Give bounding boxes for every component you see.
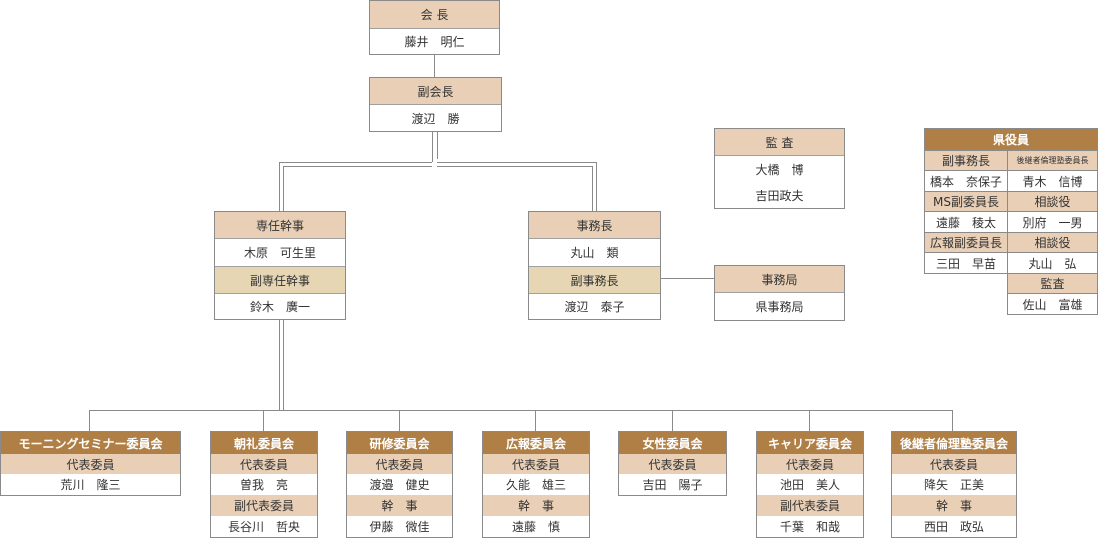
connector [283, 166, 432, 167]
connector [89, 410, 953, 411]
committee-member: 降矢 正美 [892, 474, 1016, 495]
pref-name-2a: 遠藤 稜太 [924, 211, 1008, 233]
senior-director-title: 専任幹事 [215, 212, 345, 239]
pref-name-3a: 三田 早苗 [924, 252, 1008, 274]
connector [672, 410, 673, 431]
auditor-name-1: 大橋 博 [715, 156, 844, 182]
connector [596, 162, 597, 212]
committee-role: 代表委員 [757, 454, 863, 474]
pref-role-3b: 相談役 [1007, 232, 1098, 253]
pref-name-1b: 青木 信博 [1007, 170, 1098, 192]
connector [279, 319, 280, 411]
senior-director-name: 木原 可生里 [215, 239, 345, 266]
committee-title: キャリア委員会 [757, 432, 863, 454]
connector [434, 54, 435, 78]
committee-morning-assembly: 朝礼委員会 代表委員 曽我 亮 副代表委員 長谷川 哲央 [210, 431, 318, 538]
connector [437, 131, 438, 159]
committee-title: 朝礼委員会 [211, 432, 317, 454]
connector [437, 162, 597, 163]
pref-role-2b: 相談役 [1007, 191, 1098, 212]
secretary-general-title: 事務長 [529, 212, 660, 239]
committee-morning-seminar: モーニングセミナー委員会 代表委員 荒川 隆三 [0, 431, 181, 496]
committee-role: 副代表委員 [757, 495, 863, 516]
committee-member: 池田 美人 [757, 474, 863, 495]
pref-name-3b: 丸山 弘 [1007, 252, 1098, 274]
committee-role: 副代表委員 [211, 495, 317, 516]
vice-secretary-general-title: 副事務長 [529, 266, 660, 294]
committee-publicity: 広報委員会 代表委員 久能 雄三 幹 事 遠藤 慎 [482, 431, 590, 538]
committee-role: 代表委員 [483, 454, 589, 474]
committee-member: 千葉 和哉 [757, 516, 863, 537]
connector [660, 278, 714, 279]
committee-member: 吉田 陽子 [619, 474, 726, 495]
pref-role-2a: MS副委員長 [924, 191, 1008, 212]
auditor-name-2: 吉田政夫 [715, 182, 844, 208]
committee-role: 代表委員 [211, 454, 317, 474]
president-title: 会 長 [370, 1, 499, 29]
committee-women: 女性委員会 代表委員 吉田 陽子 [618, 431, 727, 496]
connector [399, 410, 400, 431]
committee-title: 研修委員会 [347, 432, 452, 454]
secretary-general-box: 事務長 丸山 類 副事務長 渡辺 泰子 [528, 211, 661, 320]
secretariat-title: 事務局 [715, 266, 844, 293]
committee-role: 幹 事 [347, 495, 452, 516]
committee-successor-ethics: 後継者倫理塾委員会 代表委員 降矢 正美 幹 事 西田 政弘 [891, 431, 1017, 538]
secretary-general-name: 丸山 類 [529, 239, 660, 266]
auditor-title: 監 査 [715, 129, 844, 156]
committee-career: キャリア委員会 代表委員 池田 美人 副代表委員 千葉 和哉 [756, 431, 864, 538]
committee-role: 代表委員 [1, 454, 180, 474]
committee-training: 研修委員会 代表委員 渡邉 健史 幹 事 伊藤 微佳 [346, 431, 453, 538]
pref-name-2b: 別府 一男 [1007, 211, 1098, 233]
president-name: 藤井 明仁 [370, 29, 499, 54]
connector [283, 319, 284, 411]
connector [809, 410, 810, 431]
committee-title: 広報委員会 [483, 432, 589, 454]
connector [437, 166, 593, 167]
committee-member: 久能 雄三 [483, 474, 589, 495]
committee-member: 荒川 隆三 [1, 474, 180, 495]
committee-role: 代表委員 [619, 454, 726, 474]
committee-role: 幹 事 [483, 495, 589, 516]
connector [432, 131, 433, 162]
committee-member: 長谷川 哲央 [211, 516, 317, 537]
vice-secretary-general-name: 渡辺 泰子 [529, 294, 660, 319]
committee-role: 代表委員 [892, 454, 1016, 474]
committee-member: 遠藤 慎 [483, 516, 589, 537]
senior-director-box: 専任幹事 木原 可生里 副専任幹事 鈴木 廣一 [214, 211, 346, 320]
vice-senior-director-name: 鈴木 廣一 [215, 294, 345, 319]
connector [279, 162, 432, 163]
pref-role-1a: 副事務長 [924, 150, 1008, 171]
pref-role-3a: 広報副委員長 [924, 232, 1008, 253]
committee-role: 幹 事 [892, 495, 1016, 516]
connector [592, 166, 593, 212]
secretariat-box: 事務局 県事務局 [714, 265, 845, 321]
president-box: 会 長 藤井 明仁 [369, 0, 500, 55]
prefectural-title: 県役員 [924, 128, 1098, 150]
pref-extra-name: 佐山 富雄 [1007, 293, 1098, 315]
vice-senior-director-title: 副専任幹事 [215, 266, 345, 294]
committee-title: モーニングセミナー委員会 [1, 432, 180, 454]
connector [283, 166, 284, 212]
committee-title: 後継者倫理塾委員会 [892, 432, 1016, 454]
committee-member: 渡邉 健史 [347, 474, 452, 495]
connector [279, 162, 280, 212]
vice-president-box: 副会長 渡辺 勝 [369, 77, 502, 132]
connector [263, 410, 264, 431]
connector [535, 410, 536, 431]
secretariat-name: 県事務局 [715, 293, 844, 320]
pref-name-1a: 橋本 奈保子 [924, 170, 1008, 192]
vice-president-name: 渡辺 勝 [370, 105, 501, 131]
committee-member: 伊藤 微佳 [347, 516, 452, 537]
connector [89, 410, 90, 431]
committee-role: 代表委員 [347, 454, 452, 474]
vice-president-title: 副会長 [370, 78, 501, 105]
committee-title: 女性委員会 [619, 432, 726, 454]
committee-member: 曽我 亮 [211, 474, 317, 495]
pref-extra-role: 監査 [1007, 273, 1098, 294]
auditor-box: 監 査 大橋 博 吉田政夫 [714, 128, 845, 209]
connector [952, 410, 953, 431]
pref-role-1b: 後継者倫理塾委員長 [1007, 150, 1098, 171]
committee-member: 西田 政弘 [892, 516, 1016, 537]
